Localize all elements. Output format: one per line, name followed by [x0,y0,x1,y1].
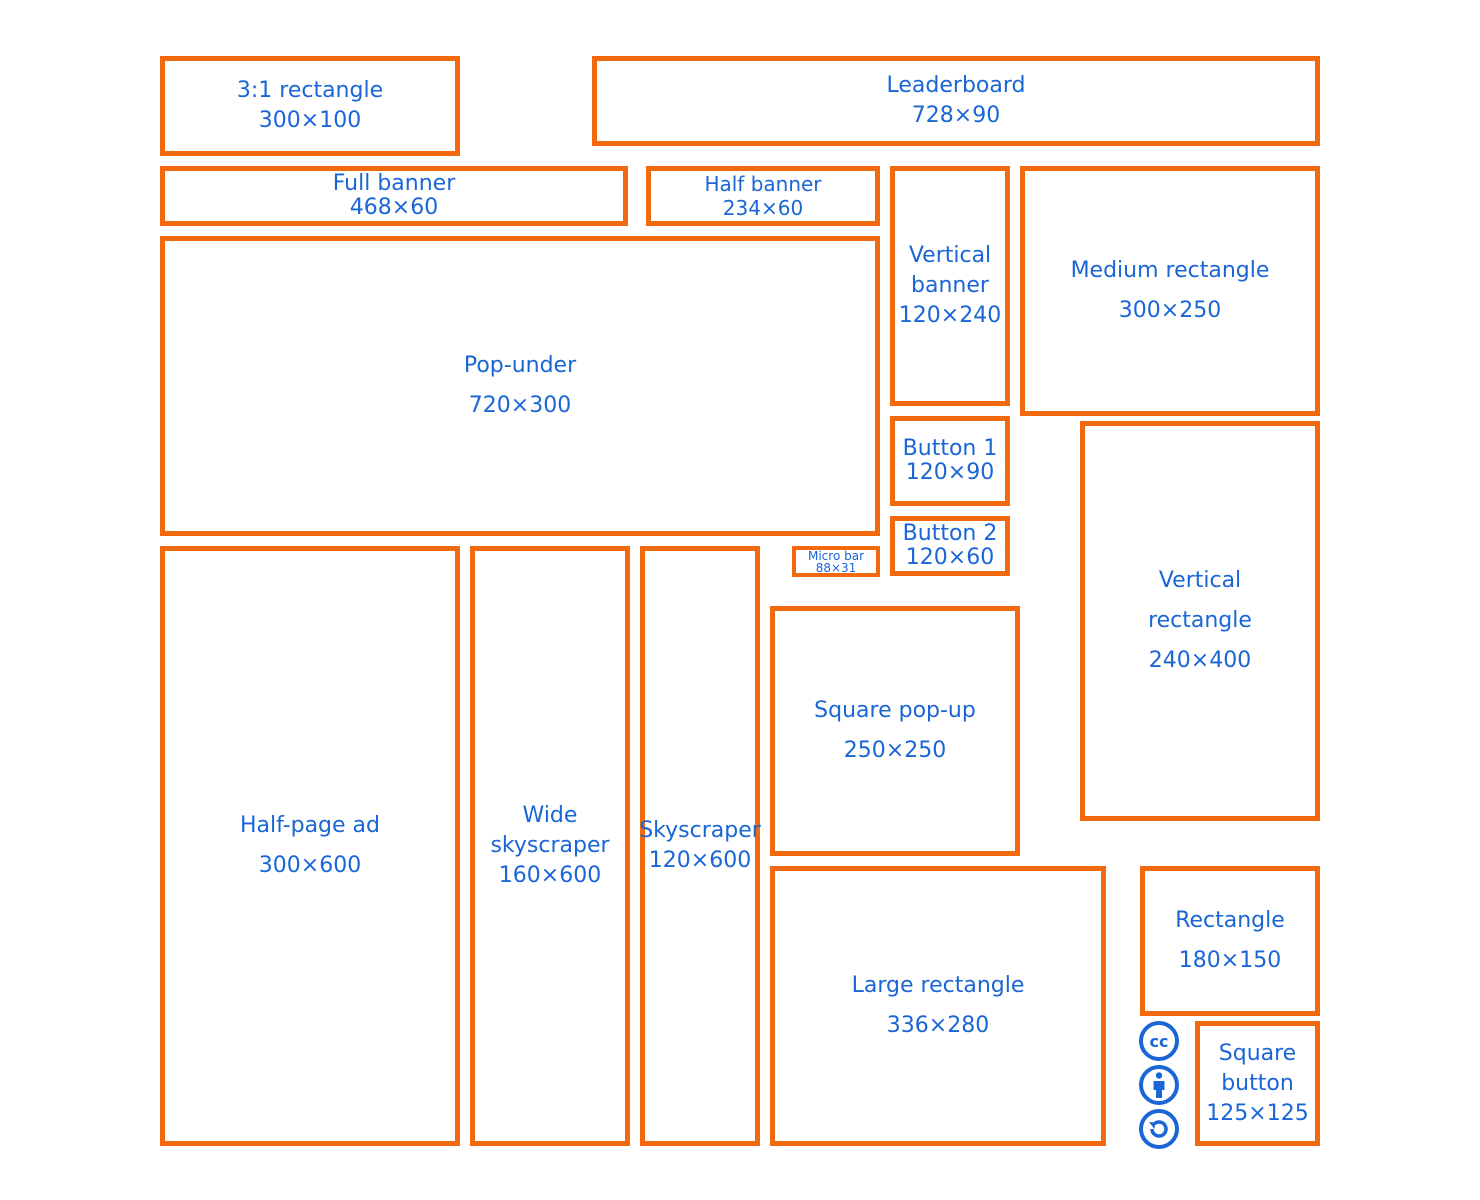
ad-skyscraper: Skyscraper 120×600 [639,546,761,1146]
ad-wide-skyscraper: Wide skyscraper 160×600 [470,546,630,1146]
ad-size: 720×300 [468,393,572,418]
ad-size: 120×600 [648,848,752,873]
ad-square-pop-up: Square pop-up 250×250 [770,606,1020,856]
ad-size: 300×100 [258,108,362,133]
ad-micro-bar: Micro bar 88×31 [792,546,880,577]
attribution-icon [1139,1065,1179,1105]
ad-size: 336×280 [886,1013,990,1038]
ad-square-button: Square button 125×125 [1195,1021,1320,1146]
ad-name: Skyscraper [639,818,761,843]
ad-button-1: Button 1 120×90 [890,416,1010,506]
ad-name: Large rectangle [851,973,1025,998]
ad-name: skyscraper [490,833,610,858]
ad-name: Half-page ad [239,813,380,838]
license-icons: cc [1138,1020,1182,1149]
ad-name: Button 1 [902,436,998,461]
svg-text:cc: cc [1150,1032,1169,1051]
creative-commons-icon: cc [1139,1021,1179,1061]
ad-name: Square [1218,1040,1297,1066]
ad-size: 180×150 [1178,948,1282,973]
ad-large-rectangle: Large rectangle 336×280 [770,866,1106,1146]
ad-name: rectangle [1148,608,1252,633]
ad-name: Micro bar [807,548,864,563]
ad-button-2: Button 2 120×60 [890,516,1010,576]
ad-size: 120×240 [898,303,1002,328]
ad-size: 728×90 [911,103,1001,128]
ad-half-banner: Half banner 234×60 [646,166,880,226]
ad-size: 250×250 [843,738,947,763]
ad-name: Vertical [908,243,992,268]
ad-name: Rectangle [1175,908,1285,933]
ad-leaderboard: Leaderboard 728×90 [592,56,1320,146]
ad-name: Button 2 [902,521,998,546]
ad-size: 120×60 [905,545,995,570]
ad-half-page: Half-page ad 300×600 [160,546,460,1146]
ad-name: Square pop-up [814,698,976,723]
ad-pop-under: Pop-under 720×300 [160,236,880,536]
ad-size: 120×90 [905,460,995,485]
ad-size: 300×600 [258,853,362,878]
ad-3-1-rectangle: 3:1 rectangle 300×100 [160,56,460,156]
ad-size: 468×60 [349,195,439,220]
share-alike-icon [1139,1109,1179,1149]
ad-name: Vertical [1158,568,1242,593]
ad-vertical-banner: Vertical banner 120×240 [890,166,1010,406]
ad-vertical-rectangle: Vertical rectangle 240×400 [1080,421,1320,821]
ad-name: Pop-under [463,353,577,378]
ad-full-banner: Full banner 468×60 [160,166,628,226]
ad-size: 125×125 [1206,1100,1309,1126]
ad-name: Leaderboard [886,73,1026,98]
ad-name: Wide [522,803,578,828]
ad-size: 88×31 [815,560,857,575]
ad-name: Medium rectangle [1070,258,1270,283]
ad-size: 300×250 [1118,298,1222,323]
ad-medium-rectangle: Medium rectangle 300×250 [1020,166,1320,416]
ad-name: button [1221,1070,1294,1096]
ad-size: 234×60 [722,196,804,220]
ad-name: Full banner [332,171,456,196]
ad-size: 240×400 [1148,648,1252,673]
ad-name: 3:1 rectangle [236,78,384,103]
ad-name: Half banner [704,172,822,196]
ad-name: banner [911,273,989,298]
ad-rectangle: Rectangle 180×150 [1140,866,1320,1016]
ad-size: 160×600 [498,863,602,888]
